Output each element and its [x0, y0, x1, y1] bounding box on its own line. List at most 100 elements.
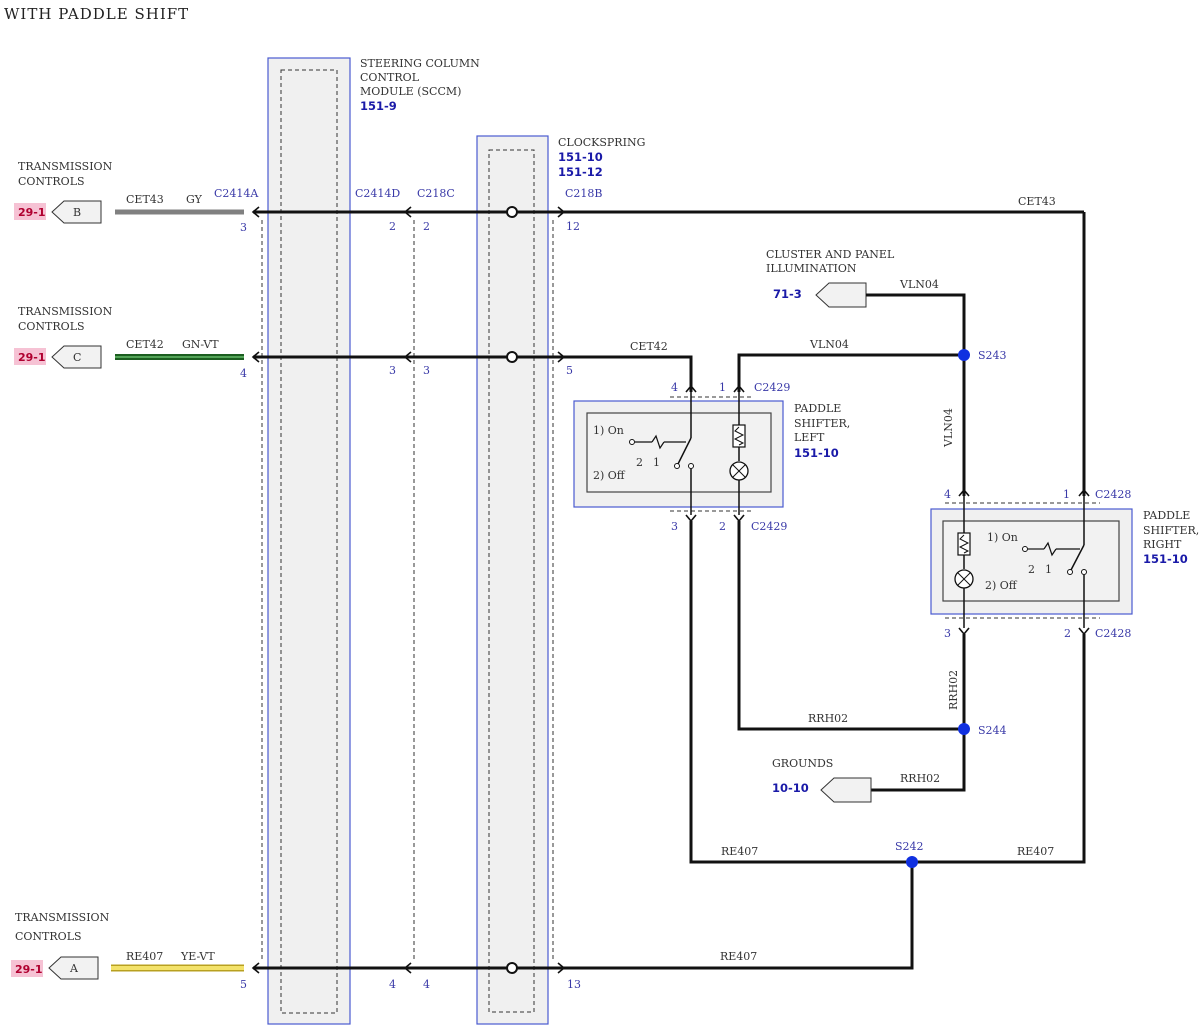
tc2-label-1: TRANSMISSION: [18, 305, 113, 318]
conn-c218b: C218B: [565, 187, 603, 200]
grounds-ref: GROUNDS 10-10: [772, 757, 872, 803]
tc3-letter: A: [69, 962, 79, 975]
pin: 5: [240, 978, 247, 991]
pl-name-3: LEFT: [794, 431, 825, 444]
tc1-color: GY: [186, 193, 203, 206]
splice-s243: [958, 349, 970, 361]
tc3-label-2: CONTROLS: [15, 930, 82, 943]
pin: 2: [1064, 627, 1071, 640]
pin: 1: [719, 381, 726, 394]
tc2-page[interactable]: 29-1: [18, 351, 46, 364]
tc1-connector-shape: [51, 200, 102, 224]
wire-vln04-label-vert: VLN04: [942, 408, 955, 448]
splice-s242: [906, 856, 918, 868]
connector-arrows: [251, 206, 566, 974]
conn-c218c: C218C: [417, 187, 455, 200]
conn-c2429-bot: C2429: [751, 520, 787, 533]
wire-cet43-label: CET43: [1018, 195, 1056, 208]
tc3-circuit: RE407: [126, 950, 163, 963]
pl-on: 1) On: [593, 424, 624, 437]
row-cet43: TRANSMISSION CONTROLS 29-1 B CET43 GY CE…: [14, 160, 1086, 496]
pin: 12: [566, 220, 580, 233]
pin: 13: [567, 978, 581, 991]
conn-c2414d: C2414D: [355, 187, 400, 200]
sccm-name-3: MODULE (SCCM): [360, 85, 461, 98]
pin: 2: [719, 520, 726, 533]
wire-re407-label-left: RE407: [721, 845, 758, 858]
wire-vln04-label-top: VLN04: [899, 278, 939, 291]
pr-c2: 2: [1028, 563, 1035, 576]
tc3-page[interactable]: 29-1: [15, 963, 43, 976]
wire-rrh02-ground: [871, 634, 966, 792]
pin: 4: [423, 978, 430, 991]
wire-re407-label-right: RE407: [1017, 845, 1054, 858]
tc1-label-2: CONTROLS: [18, 175, 85, 188]
pin: 1: [1063, 488, 1070, 501]
pin: 4: [671, 381, 678, 394]
wire-rrh02-left: [737, 521, 964, 731]
pl-c1: 1: [653, 456, 660, 469]
sccm-name-2: CONTROL: [360, 71, 420, 84]
pin: 2: [389, 220, 396, 233]
wire-re407-loop: [689, 521, 1086, 864]
wire-rrh02-label-mid: RRH02: [808, 712, 848, 725]
connector-dash-lines: [261, 220, 554, 962]
pl-c2: 2: [636, 456, 643, 469]
pin: 4: [944, 488, 951, 501]
row-cet42: TRANSMISSION CONTROLS 29-1 C CET42 GN-VT…: [14, 305, 693, 392]
conn-c2429-top: C2429: [754, 381, 790, 394]
tc3-color: YE-VT: [180, 950, 215, 963]
clockspring-ref-1[interactable]: 151-10: [558, 150, 603, 164]
sccm-ref[interactable]: 151-9: [360, 99, 397, 113]
splice-s244: [958, 723, 970, 735]
tc1-label-1: TRANSMISSION: [18, 160, 113, 173]
clockspring-contacts: [506, 206, 518, 974]
pr-ref[interactable]: 151-10: [1143, 552, 1188, 566]
pl-off: 2) Off: [593, 469, 626, 482]
conn-c2414a: C2414A: [214, 187, 259, 200]
illum-label-2: ILLUMINATION: [766, 262, 857, 275]
paddle-shifter-right: 1) On 2) Off 2 1 PADDLE SHIFTER, RIGHT 1…: [930, 488, 1199, 640]
pin: 3: [944, 627, 951, 640]
sccm-name-1: STEERING COLUMN: [360, 57, 480, 70]
tc2-color: GN-VT: [182, 338, 219, 351]
tc1-letter: B: [73, 206, 81, 219]
illum-label-1: CLUSTER AND PANEL: [766, 248, 895, 261]
pl-name-1: PADDLE: [794, 402, 841, 415]
illum-page[interactable]: 71-3: [773, 287, 802, 301]
clockspring-ref-2[interactable]: 151-12: [558, 165, 603, 179]
row-re407: TRANSMISSION CONTROLS 29-1 A RE407 YE-VT…: [11, 862, 914, 991]
pr-name-1: PADDLE: [1143, 509, 1190, 522]
page-ref-badge: [14, 203, 46, 220]
pl-name-2: SHIFTER,: [794, 417, 850, 430]
tc2-letter: C: [73, 351, 81, 364]
wire-rrh02-label-bottom: RRH02: [900, 772, 940, 785]
splice-s244-label: S244: [978, 724, 1007, 737]
pl-ref[interactable]: 151-10: [794, 446, 839, 460]
wire-vln04-feed: [866, 293, 966, 496]
pin: 4: [240, 367, 247, 380]
tc1-circuit: CET43: [126, 193, 164, 206]
page-ref-badge: [11, 960, 43, 977]
splice-s243-label: S243: [978, 349, 1007, 362]
pin: 3: [389, 364, 396, 377]
conn-c2428-top: C2428: [1095, 488, 1131, 501]
page-ref-badge: [14, 348, 46, 365]
tc2-connector-shape: [51, 345, 102, 369]
clockspring-module: CLOCKSPRING 151-10 151-12: [476, 135, 645, 1025]
wire-rrh02-label-vert: RRH02: [947, 670, 960, 710]
pr-off: 2) Off: [985, 579, 1018, 592]
pr-on: 1) On: [987, 531, 1018, 544]
grounds-page[interactable]: 10-10: [772, 781, 809, 795]
pin: 3: [240, 221, 247, 234]
wire-vln04-left: [737, 353, 964, 392]
tc1-page[interactable]: 29-1: [18, 206, 46, 219]
tc2-circuit: CET42: [126, 338, 164, 351]
clockspring-name: CLOCKSPRING: [558, 136, 645, 149]
diagram-title: WITH PADDLE SHIFT: [4, 5, 189, 23]
pin: 3: [423, 364, 430, 377]
splice-s242-label: S242: [895, 840, 924, 853]
pin: 3: [671, 520, 678, 533]
wire-re407-label-bottom: RE407: [720, 950, 757, 963]
